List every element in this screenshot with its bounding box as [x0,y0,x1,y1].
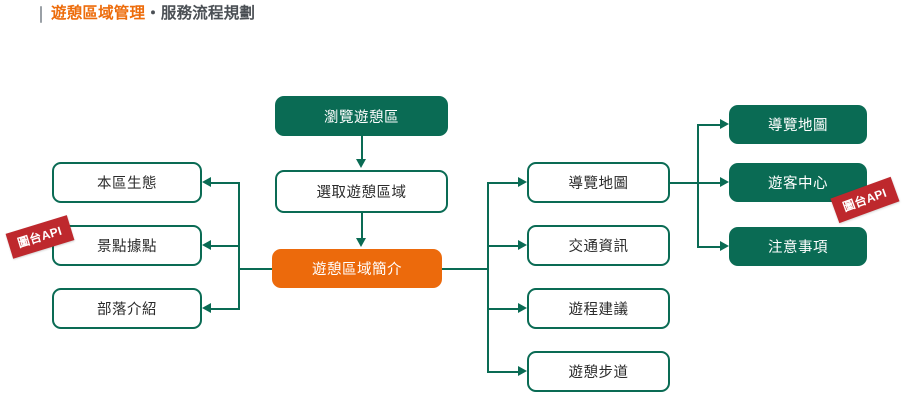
node-browse-recreation-area[interactable]: 瀏覽遊憩區 [275,96,448,136]
connector-right-to-visitorcenter [697,182,721,184]
arrow-right-to-visitorcenter [720,176,729,187]
node-recreation-area-intro[interactable]: 遊憩區域簡介 [272,249,442,288]
title-accent-text: 遊憩區域管理 [51,5,146,23]
node-guide-map-detail[interactable]: 導覽地圖 [729,105,867,144]
arrow-right-to-guidemap [720,118,729,129]
connector-middle-to-trail [487,371,519,373]
node-itinerary-suggestion[interactable]: 遊程建議 [527,288,670,329]
node-guide-map[interactable]: 導覽地圖 [527,162,670,203]
title-rest-text: ・服務流程規劃 [145,5,256,23]
connector-map-right-stem [670,182,710,184]
connector-select-to-intro [361,212,363,240]
page-title: 遊憩區域管理・服務流程規劃 [40,2,255,26]
connector-right-to-guidemap [697,124,721,126]
connector-left-to-ecology [211,182,240,184]
connector-right-to-notices [697,246,721,248]
title-accent-bar [40,5,42,23]
arrow-left-to-tribe [202,302,211,313]
connector-middle-to-traffic [487,245,519,247]
node-notices[interactable]: 注意事項 [729,227,867,266]
node-traffic-info[interactable]: 交通資訊 [527,225,670,266]
arrow-middle-to-trail [518,365,527,376]
node-tribe-introduction[interactable]: 部落介紹 [52,288,202,329]
title-text: 遊憩區域管理・服務流程規劃 [51,6,255,22]
arrow-left-to-spots [202,239,211,250]
arrow-entry-to-select [355,159,366,168]
node-local-ecology[interactable]: 本區生態 [52,162,202,203]
arrow-middle-to-map [518,176,527,187]
arrow-right-to-notices [720,240,729,251]
connector-right-trunk [697,124,699,248]
arrow-left-to-ecology [202,176,211,187]
connector-intro-right-stem [441,268,489,270]
connector-intro-left-stem [238,268,282,270]
connector-left-to-spots [211,245,240,247]
connector-entry-to-select [361,135,363,161]
arrow-middle-to-itinerary [518,302,527,313]
arrow-select-to-intro [355,238,366,247]
arrow-middle-to-traffic [518,239,527,250]
node-recreation-trail[interactable]: 遊憩步道 [527,351,670,392]
connector-middle-to-map [487,182,519,184]
connector-middle-trunk [487,182,489,371]
node-select-recreation-area[interactable]: 選取遊憩區域 [275,170,448,213]
connector-middle-to-itinerary [487,308,519,310]
connector-left-to-tribe [211,308,240,310]
node-scenic-spots[interactable]: 景點據點 [52,225,202,266]
